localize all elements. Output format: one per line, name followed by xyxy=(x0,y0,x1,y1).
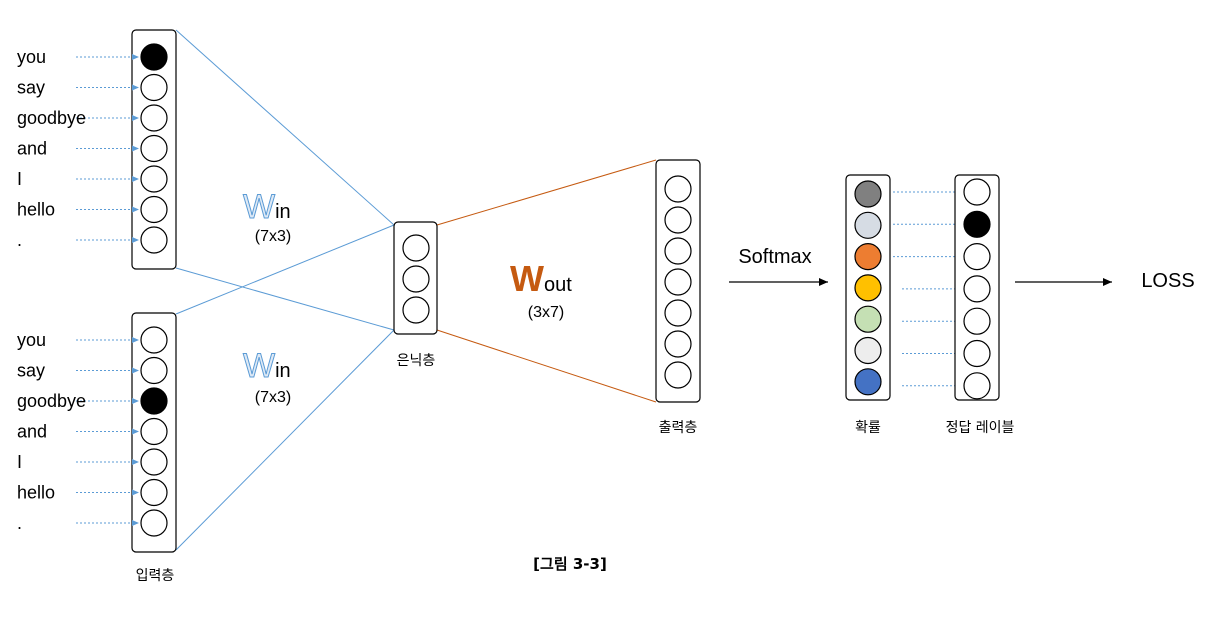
wout-line xyxy=(436,159,657,226)
w-out-letter: W xyxy=(510,258,544,299)
win-line xyxy=(175,267,395,331)
hidden-node xyxy=(402,234,430,262)
answer-label-title: 정답 레이블 xyxy=(946,420,1015,436)
hidden-layer-label: 은닉층 xyxy=(397,353,436,369)
input-top-word: goodbye xyxy=(17,108,86,128)
input-bottom-word: and xyxy=(17,422,47,442)
input-layer-label: 입력층 xyxy=(136,568,175,584)
output-nodes xyxy=(664,175,692,389)
w-in-bottom-label: Win (7x3) xyxy=(243,347,292,407)
prob-node xyxy=(854,211,882,239)
answer-node xyxy=(963,210,991,238)
win-line xyxy=(175,329,395,551)
win-line xyxy=(175,29,395,226)
prob-node xyxy=(854,180,882,208)
w-in-bottom-sub: in xyxy=(275,360,291,382)
answer-node xyxy=(963,372,991,400)
softmax-label: Softmax xyxy=(738,246,811,268)
answer-node xyxy=(963,307,991,335)
answer-node xyxy=(963,275,991,303)
input-top-word: you xyxy=(17,47,46,67)
svg-text:Win: Win xyxy=(243,347,291,385)
w-in-top-dim: (7x3) xyxy=(255,228,291,245)
answer-layer xyxy=(954,174,1000,401)
input-bottom-node xyxy=(140,387,168,415)
input-bottom-node xyxy=(140,448,168,476)
hidden-node xyxy=(402,296,430,324)
output-node xyxy=(664,237,692,265)
answer-node xyxy=(963,243,991,271)
input-top-node xyxy=(140,195,168,224)
w-out-sub: out xyxy=(544,274,572,296)
input-bottom-node xyxy=(140,326,168,354)
answer-node xyxy=(963,178,991,206)
w-in-bottom-dim: (7x3) xyxy=(255,389,291,406)
input-top-node xyxy=(140,104,168,132)
input-bottom-node xyxy=(140,417,168,446)
input-bottom-word: you xyxy=(17,330,46,350)
figure-caption: [그림 3-3] xyxy=(533,555,607,573)
win-line xyxy=(175,224,395,315)
input-bottom-nodes xyxy=(140,326,168,537)
input-bottom-word: say xyxy=(17,361,45,381)
input-bottom-node xyxy=(140,509,168,537)
w-out-label: Wout (3x7) xyxy=(510,258,572,321)
answer-nodes xyxy=(963,178,991,400)
prob-node xyxy=(854,368,882,396)
input-top-word: I xyxy=(17,169,22,189)
answer-node xyxy=(963,339,991,368)
output-node xyxy=(664,175,692,203)
w-in-top-sub: in xyxy=(275,201,291,223)
svg-text:Win: Win xyxy=(243,188,291,226)
output-node xyxy=(664,361,692,389)
hidden-node xyxy=(402,265,430,293)
wout-line xyxy=(436,329,657,403)
w-out-dim: (3x7) xyxy=(528,304,564,321)
output-node xyxy=(664,299,692,327)
w-in-top-letter: W xyxy=(243,188,275,226)
prob-node xyxy=(854,305,882,333)
input-top-node xyxy=(140,226,168,254)
hidden-layer xyxy=(393,221,438,335)
input-top-node xyxy=(140,134,168,163)
output-layer xyxy=(655,159,701,403)
prob-label: 확률 xyxy=(855,420,881,436)
input-bottom-node xyxy=(140,478,168,507)
prob-node xyxy=(854,274,882,302)
input-top-word: and xyxy=(17,139,47,159)
input-bottom-word: I xyxy=(17,452,22,472)
connection-lines xyxy=(175,29,657,551)
input-top-node xyxy=(140,165,168,193)
input-top-word: . xyxy=(17,230,22,250)
output-node xyxy=(664,268,692,296)
input-top-word: hello xyxy=(17,200,55,220)
output-node xyxy=(664,206,692,234)
prob-layer xyxy=(845,174,891,401)
prob-to-label-arrows xyxy=(893,189,962,389)
input-bottom-word: . xyxy=(17,513,22,533)
input-top-nodes xyxy=(140,43,168,254)
input-top-node xyxy=(140,73,168,102)
w-in-bottom-letter: W xyxy=(243,347,275,385)
w-in-top-label: Win (7x3) xyxy=(243,188,292,246)
input-top-node xyxy=(140,43,168,71)
prob-node xyxy=(854,336,882,365)
svg-text:Wout: Wout xyxy=(510,258,572,299)
input-bottom-word: goodbye xyxy=(17,391,86,411)
input-bottom-word: hello xyxy=(17,483,55,503)
input-bottom-node xyxy=(140,356,168,385)
output-layer-label: 출력층 xyxy=(659,420,698,436)
output-node xyxy=(664,330,692,358)
loss-label: LOSS xyxy=(1141,270,1194,292)
prob-nodes xyxy=(854,180,882,396)
prob-node xyxy=(854,243,882,271)
input-top-word: say xyxy=(17,78,45,98)
